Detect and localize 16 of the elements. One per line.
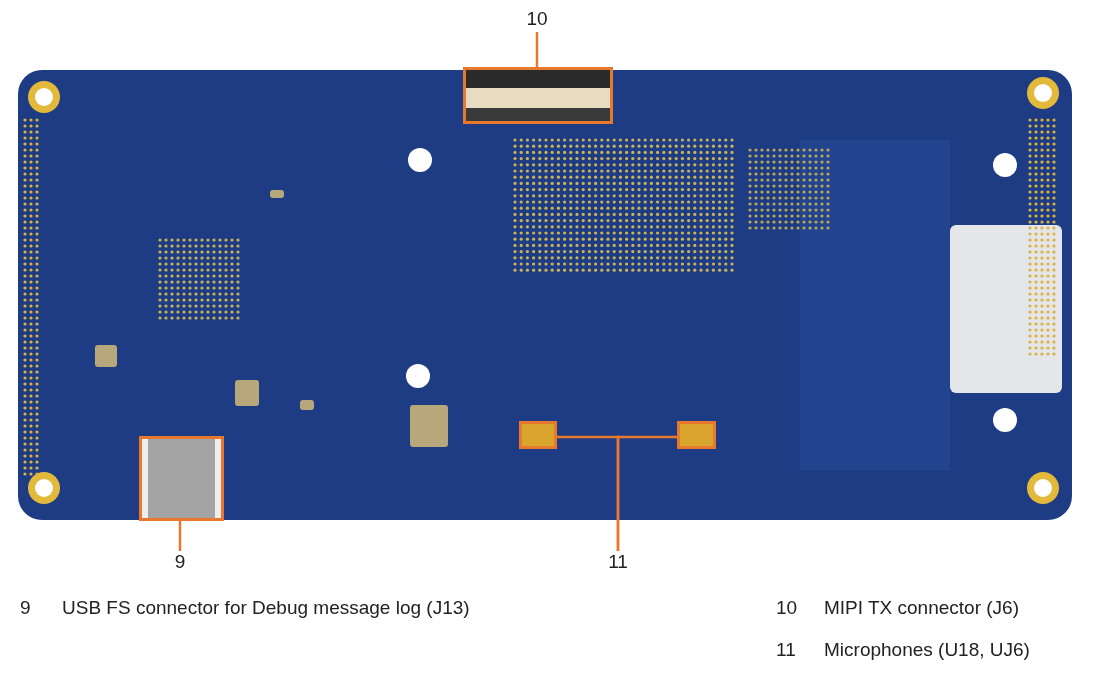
legend-text: Microphones (U18, UJ6): [824, 638, 1030, 662]
callout-number: 10: [776, 596, 798, 620]
highlight-frame: [463, 67, 613, 124]
highlight-frame: [139, 436, 224, 521]
highlight-frame: [519, 421, 557, 449]
callout-number: 11: [601, 551, 635, 575]
leader-line: [616, 435, 677, 551]
leader-line: [178, 521, 182, 551]
leader-line: [535, 32, 539, 67]
legend-text: MIPI TX connector (J6): [824, 596, 1019, 620]
callout-number: 9: [165, 551, 195, 575]
legend-text: USB FS connector for Debug message log (J13): [62, 596, 470, 620]
callout-number: 11: [776, 638, 796, 662]
callout-number: 10: [517, 8, 557, 32]
highlight-frame: [677, 421, 716, 449]
callout-number: 9: [20, 596, 31, 620]
